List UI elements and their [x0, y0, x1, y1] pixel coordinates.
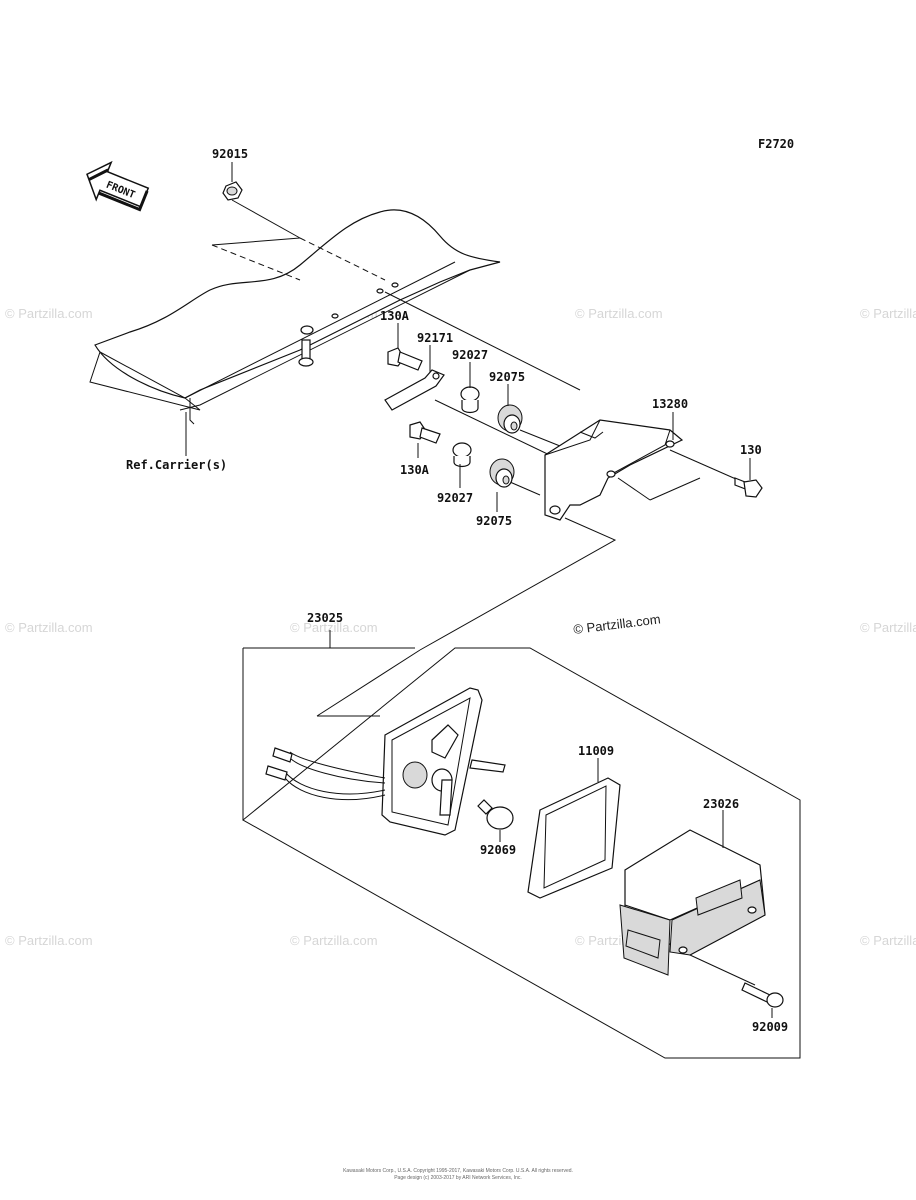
collar-92027-bottom [452, 442, 472, 468]
watermark: © Partzilla.com [860, 306, 916, 321]
clamp-92171 [384, 369, 445, 411]
watermark: © Partzilla.com [5, 933, 93, 948]
label-92015: 92015 [212, 147, 248, 161]
assembly-box-23025 [242, 630, 801, 1059]
watermark: © Partzilla.com [290, 620, 378, 635]
watermark: © Partzilla.com [860, 933, 916, 948]
bolt-130A-top [387, 347, 423, 371]
screw-92009 [689, 954, 784, 1008]
leader-lines-upper [211, 199, 746, 717]
label-leaders [185, 162, 773, 1018]
collar-92027-top [460, 386, 480, 414]
watermark: © Partzilla.com [5, 306, 93, 321]
figure-id: F2720 [758, 137, 794, 151]
gasket-11009 [527, 777, 621, 899]
label-23026: 23026 [703, 797, 739, 811]
bracket-13280 [544, 419, 684, 521]
label-92075-bottom: 92075 [476, 514, 512, 528]
label-92027-bottom: 92027 [437, 491, 473, 505]
copyright-line-2: Page design (c) 2003-2017 by ARI Network… [394, 1175, 522, 1181]
label-92075-top: 92075 [489, 370, 525, 384]
bolt-130 [734, 477, 763, 498]
label-11009: 11009 [578, 744, 614, 758]
lens-23026 [619, 829, 766, 976]
carrier-reference [89, 209, 501, 430]
label-92069: 92069 [480, 843, 516, 857]
watermark-main: © Partzilla.com [573, 611, 662, 637]
label-13280: 13280 [652, 397, 688, 411]
label-23025: 23025 [307, 611, 343, 625]
label-130A-bottom: 130A [400, 463, 430, 477]
front-arrow-icon: FRONT [86, 160, 150, 212]
copyright-line-1: Kawasaki Motors Corp., U.S.A. Copyright … [343, 1168, 573, 1174]
label-92171: 92171 [417, 331, 453, 345]
watermark: © Partzilla.com [575, 306, 663, 321]
tail-light-housing [265, 687, 506, 836]
label-ref-carrier: Ref.Carrier(s) [126, 458, 227, 472]
grommet-92075-bottom [489, 458, 515, 488]
grommet-92075-top [497, 404, 523, 434]
label-92027-top: 92027 [452, 348, 488, 362]
label-130: 130 [740, 443, 762, 457]
label-92009: 92009 [752, 1020, 788, 1034]
watermark: © Partzilla.com [290, 933, 378, 948]
watermark: © Partzilla.com [860, 620, 916, 635]
watermark: © Partzilla.com [5, 620, 93, 635]
bolt-130A-bottom [409, 421, 441, 444]
label-130A-top: 130A [380, 309, 410, 323]
nut-92015 [222, 181, 243, 201]
bulb-92069 [477, 799, 514, 830]
